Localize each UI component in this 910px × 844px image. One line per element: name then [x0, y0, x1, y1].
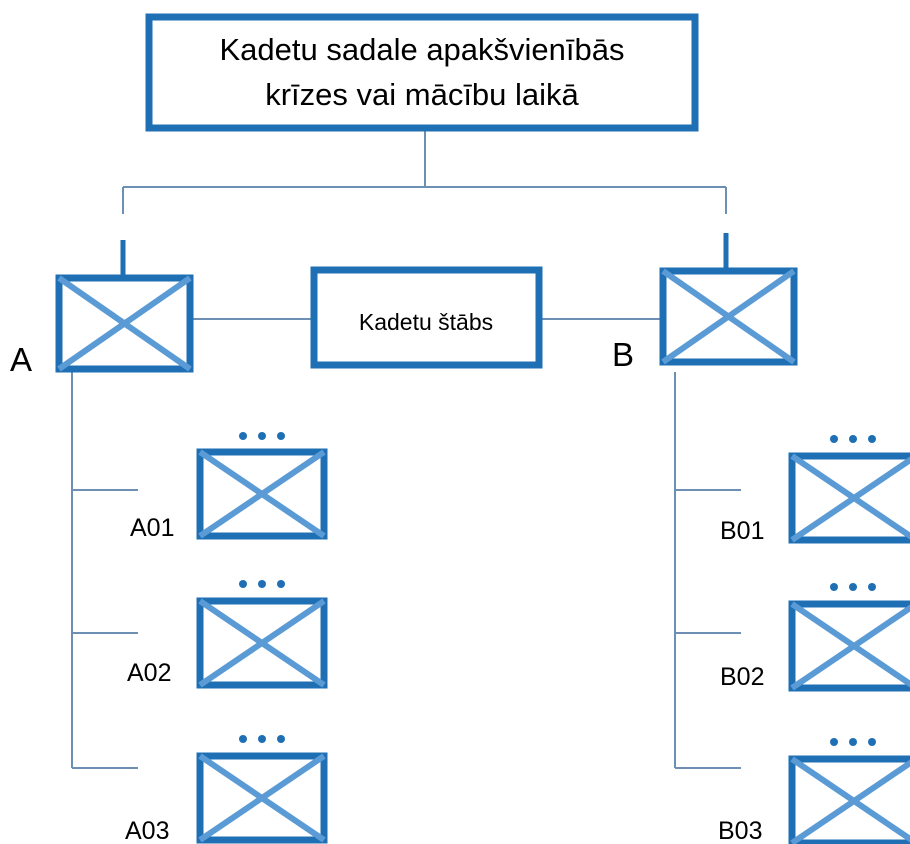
subunit-label: B02: [720, 663, 764, 691]
subunit-b01: B01: [720, 435, 910, 545]
title-line-1: Kadetu sadale apakšvienībās: [219, 32, 624, 67]
unit-a: A: [10, 240, 194, 378]
subunit-b03: B03: [718, 738, 910, 844]
connector-lines: [71, 130, 741, 769]
unit-symbol-icon: [659, 267, 798, 366]
unit-a-label: A: [10, 341, 32, 378]
title-line-2: krīzes vai mācību laikā: [265, 77, 579, 112]
echelon-dots-icon: [830, 435, 876, 443]
subunit-label: A01: [130, 514, 174, 542]
unit-symbol-icon: [788, 600, 910, 692]
hq-label: Kadetu štābs: [359, 309, 493, 335]
subunit-label: A03: [125, 817, 169, 844]
unit-symbol-icon: [55, 274, 194, 373]
unit-symbol-icon: [196, 597, 328, 689]
echelon-dots-icon: [239, 432, 285, 440]
unit-b: B: [612, 233, 798, 373]
subunit-label: A02: [127, 659, 171, 687]
title-box: Kadetu sadale apakšvienībās krīzes vai m…: [145, 13, 699, 132]
echelon-dots-icon: [239, 735, 285, 743]
unit-b-label: B: [612, 336, 634, 373]
subunit-label: B01: [720, 517, 764, 545]
unit-symbol-icon: [196, 448, 328, 540]
echelon-dots-icon: [830, 738, 876, 746]
unit-symbol-icon: [788, 755, 910, 844]
subunit-label: B03: [718, 817, 762, 844]
echelon-dots-icon: [239, 580, 285, 588]
subunit-a01: A01: [130, 432, 328, 542]
subunit-b02: B02: [720, 583, 910, 692]
echelon-dots-icon: [830, 583, 876, 591]
hq-box: Kadetu štābs: [310, 266, 543, 369]
subunit-a02: A02: [127, 580, 328, 689]
unit-symbol-icon: [196, 752, 328, 844]
subunit-a03: A03: [125, 735, 328, 844]
unit-symbol-icon: [788, 452, 910, 544]
